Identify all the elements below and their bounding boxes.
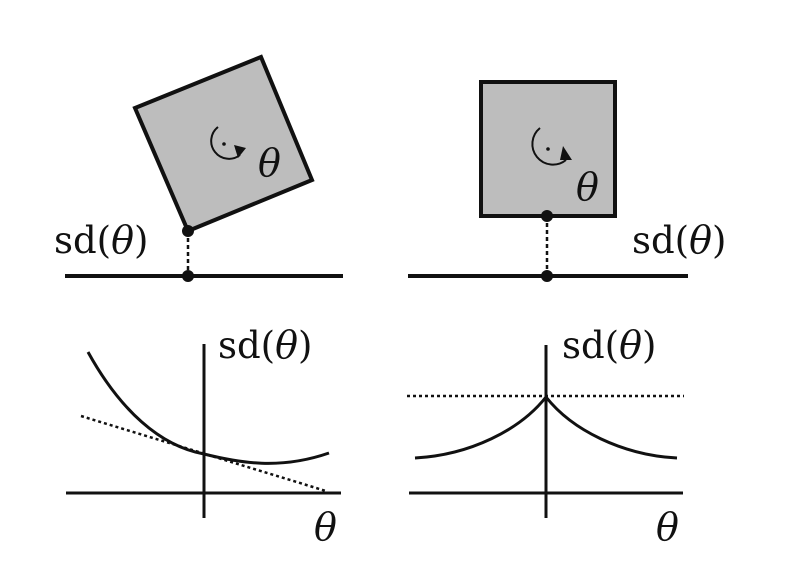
linearization-line xyxy=(80,414,327,493)
sd-curve-left xyxy=(414,396,548,460)
y-axis-label: sd(θ) xyxy=(218,323,312,367)
rotation-arrow-icon xyxy=(210,126,246,160)
panel-rotated-box: θ sd(θ) xyxy=(54,54,343,282)
x-axis-label: θ xyxy=(314,505,337,549)
closest-point-ground xyxy=(541,270,553,282)
plot-nonsmooth-sd: sd(θ) θ xyxy=(407,323,684,549)
rotation-arrow-icon xyxy=(531,127,572,166)
box-theta-label: θ xyxy=(576,165,599,209)
x-axis-label: θ xyxy=(656,505,679,549)
closest-point-box xyxy=(541,210,553,222)
y-axis-label: sd(θ) xyxy=(562,323,656,367)
box-theta-label: θ xyxy=(258,141,281,185)
sd-curve xyxy=(86,351,330,465)
plot-smooth-sd: sd(θ) θ xyxy=(66,323,341,549)
sd-label: sd(θ) xyxy=(632,218,726,262)
sd-label: sd(θ) xyxy=(54,218,148,262)
panel-flat-box: θ sd(θ) xyxy=(408,80,726,282)
closest-point-box xyxy=(182,225,194,237)
sd-curve-right xyxy=(544,396,678,460)
closest-point-ground xyxy=(182,270,194,282)
